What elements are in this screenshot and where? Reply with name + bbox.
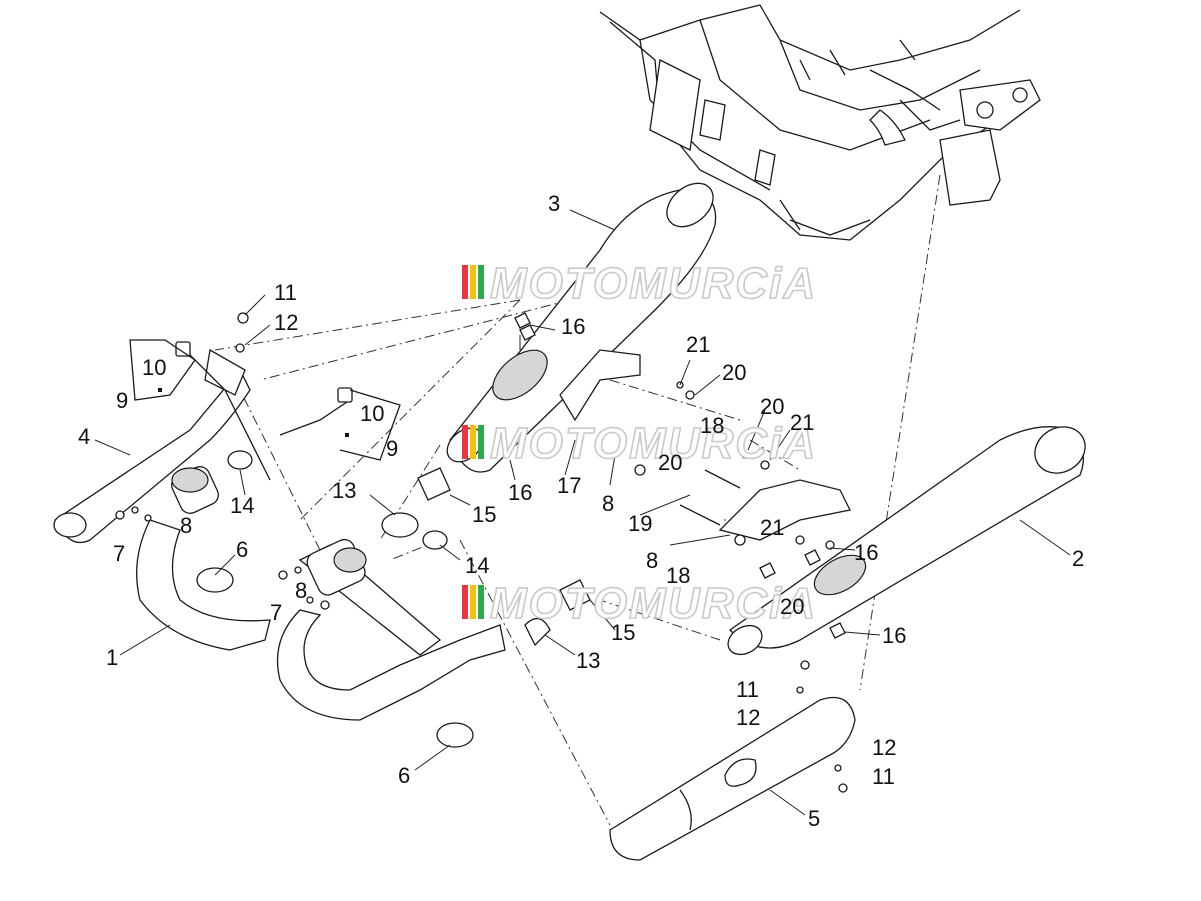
- frame-assembly: [599, 4, 1041, 241]
- part-label-16: 16: [508, 480, 532, 505]
- watermark-stripe-green: [478, 265, 484, 299]
- part-label-16: 16: [854, 540, 878, 565]
- part-label-16: 16: [561, 314, 585, 339]
- part-label-20: 20: [722, 360, 746, 385]
- gasket-14b: [422, 530, 448, 550]
- watermark-stripe-yellow: [470, 265, 476, 299]
- part-label-8: 8: [646, 548, 658, 573]
- watermark-top: MOTOMURCiA: [462, 258, 817, 309]
- part-label-17: 17: [557, 473, 581, 498]
- part-label-20: 20: [780, 594, 804, 619]
- part-label-1: 1: [106, 645, 118, 670]
- watermark-text: MOTOMURCiA: [490, 419, 817, 468]
- watermark-text: MOTOMURCiA: [490, 259, 817, 308]
- watermark-stripe-yellow: [470, 425, 476, 459]
- part-label-15: 15: [472, 502, 496, 527]
- part-label-14: 14: [465, 553, 489, 578]
- watermark-stripe-red: [462, 425, 468, 459]
- part-label-14: 14: [230, 493, 254, 518]
- part-label-21: 21: [686, 332, 710, 357]
- part-label-21: 21: [790, 410, 814, 435]
- watermark-text: MOTOMURCiA: [490, 579, 817, 628]
- part-label-10: 10: [142, 355, 166, 380]
- part-label-8: 8: [602, 491, 614, 516]
- exhaust-manifold: [136, 466, 506, 721]
- part-label-8: 8: [180, 513, 192, 538]
- part-label-20: 20: [658, 450, 682, 475]
- part-label-4: 4: [78, 424, 90, 449]
- clamp-13b: [524, 618, 551, 647]
- clamp-13a: [381, 512, 419, 538]
- part-label-11: 11: [736, 677, 759, 702]
- part-label-15: 15: [611, 620, 635, 645]
- clamp-6b: [436, 722, 474, 748]
- part-label-2: 2: [1072, 546, 1084, 571]
- part-label-11: 11: [274, 280, 297, 305]
- watermark-stripe-green: [478, 585, 484, 619]
- heat-shield-left: [53, 348, 251, 544]
- part-label-11: 11: [872, 764, 895, 789]
- part-label-21: 21: [760, 515, 784, 540]
- watermark-middle: MOTOMURCiA: [462, 418, 817, 469]
- watermark-bottom: MOTOMURCiA: [462, 578, 817, 629]
- part-label-18: 18: [666, 563, 690, 588]
- leader-lines: [94, 209, 1071, 816]
- part-label-8: 8: [295, 578, 307, 603]
- heat-shield-lower: [609, 696, 856, 861]
- sleeve-15a: [417, 467, 451, 501]
- watermark-stripe-red: [462, 265, 468, 299]
- part-labels: 3 2 4 5 1 6 6 7 7 8 8 8 8 9 9 10 10 11 1…: [78, 191, 1084, 831]
- part-label-9: 9: [116, 388, 128, 413]
- gasket-14a: [227, 450, 253, 470]
- part-label-12: 12: [872, 735, 896, 760]
- part-label-20: 20: [760, 394, 784, 419]
- part-label-13: 13: [576, 648, 600, 673]
- part-label-6: 6: [236, 537, 248, 562]
- small-parts: [115, 312, 851, 793]
- part-label-16: 16: [882, 623, 906, 648]
- part-label-12: 12: [736, 705, 760, 730]
- watermark-stripe-red: [462, 585, 468, 619]
- part-label-7: 7: [113, 541, 125, 566]
- part-label-3: 3: [548, 191, 560, 216]
- bracket-18: [718, 479, 851, 541]
- part-label-6: 6: [398, 763, 410, 788]
- part-label-13: 13: [332, 478, 356, 503]
- bracket-17: [559, 349, 641, 422]
- part-label-18: 18: [700, 413, 724, 438]
- part-label-10: 10: [360, 401, 384, 426]
- part-label-12: 12: [274, 310, 298, 335]
- clamp-6a: [196, 567, 234, 593]
- part-label-5: 5: [808, 806, 820, 831]
- watermark-stripe-green: [478, 425, 484, 459]
- silencer-lower: [727, 426, 1086, 656]
- part-label-19: 19: [628, 511, 652, 536]
- watermark-stripe-yellow: [470, 585, 476, 619]
- part-label-9: 9: [386, 436, 398, 461]
- part-label-7: 7: [270, 600, 282, 625]
